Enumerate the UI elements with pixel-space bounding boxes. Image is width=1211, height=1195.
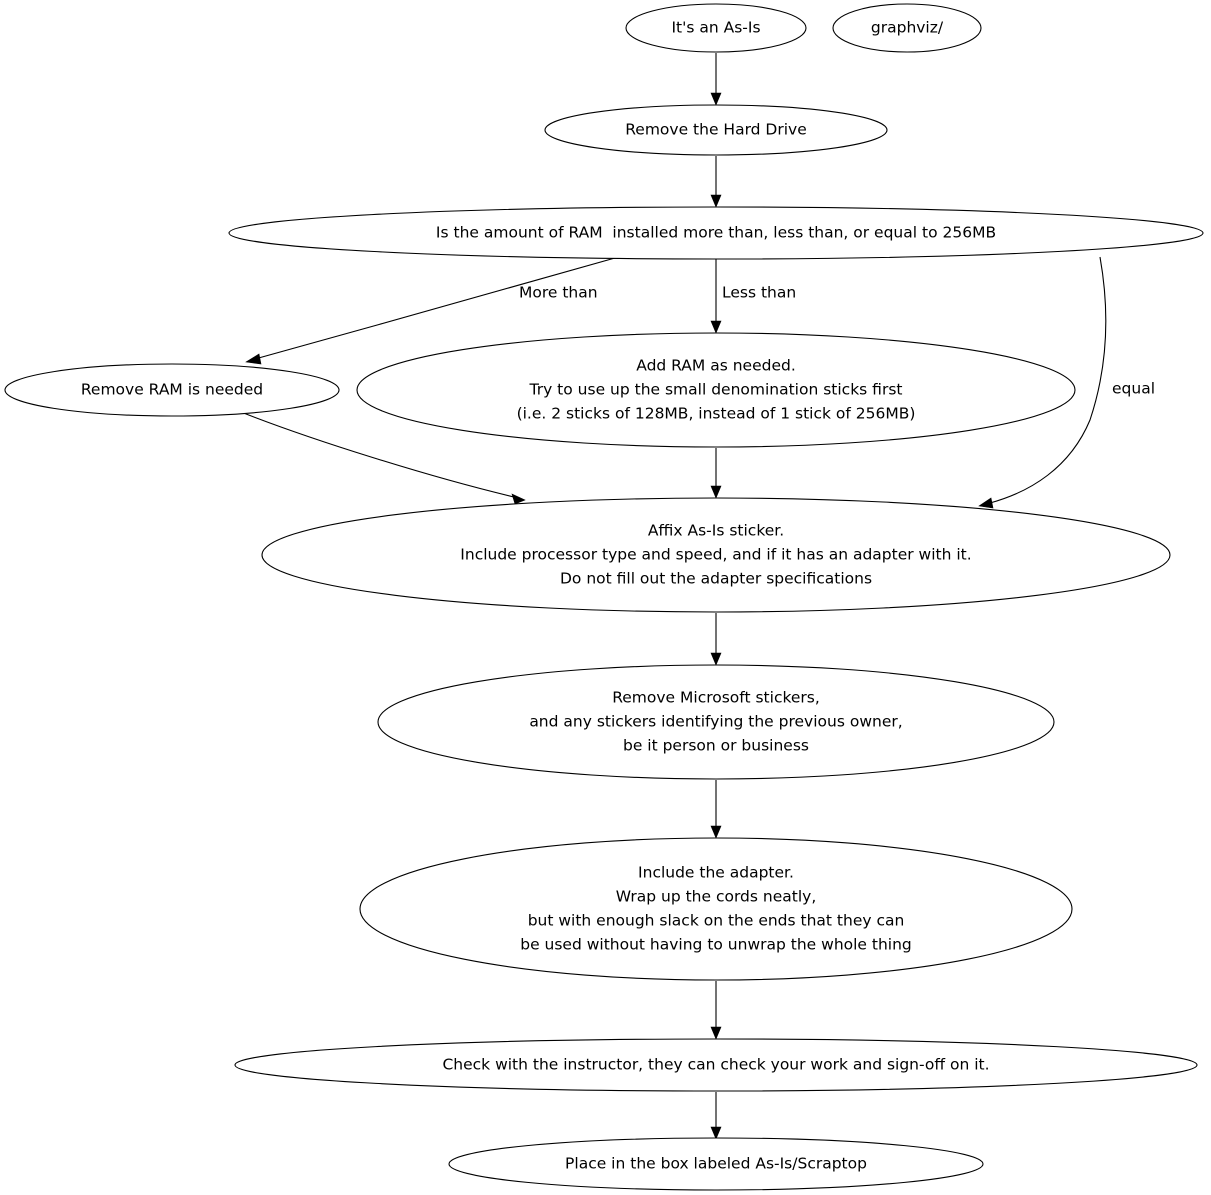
node-ellipse[interactable] xyxy=(234,1038,1198,1092)
node-label-line: Is the amount of RAM installed more than… xyxy=(436,224,996,242)
nodes-layer: It's an As-Is graphviz/Remove the Hard Dr… xyxy=(4,3,1204,1191)
arrowhead-icon xyxy=(710,825,722,839)
edge-remove-stickers-to-include-adapter xyxy=(710,780,722,839)
edge-include-adapter-to-check xyxy=(710,981,722,1040)
edge-affix-to-remove-stickers xyxy=(710,613,722,666)
node-check-instructor[interactable]: Check with the instructor, they can chec… xyxy=(234,1038,1198,1092)
edge-ram-question-to-add-ram: Less than xyxy=(710,259,796,334)
node-ellipse[interactable] xyxy=(4,363,340,417)
arrowhead-icon xyxy=(710,92,722,106)
node-place-in-box[interactable]: Place in the box labeled As-Is/Scraptop xyxy=(448,1137,984,1191)
edge-add-ram-to-affix xyxy=(710,448,722,499)
node-ellipse[interactable] xyxy=(228,206,1204,260)
edge-line xyxy=(989,256,1107,504)
edge-remove-ram-to-affix xyxy=(240,411,526,505)
node-remove-stickers[interactable]: Remove Microsoft stickers, and any sticke… xyxy=(377,664,1055,780)
edge-line xyxy=(254,255,623,360)
node-graphviz[interactable]: graphviz/ xyxy=(832,3,982,53)
node-ellipse[interactable] xyxy=(359,837,1073,981)
node-ellipse[interactable] xyxy=(448,1137,984,1191)
node-ram-question[interactable]: Is the amount of RAM installed more than… xyxy=(228,206,1204,260)
edges-layer: More than Less than equal xyxy=(240,53,1155,1140)
edge-label: equal xyxy=(1112,380,1155,398)
node-ellipse[interactable] xyxy=(356,332,1076,448)
node-add-ram[interactable]: Add RAM as needed. Try to use up the smal… xyxy=(356,332,1076,448)
arrowhead-icon xyxy=(710,320,722,334)
node-label-line: It's an As-Is xyxy=(671,19,760,37)
node-label-line: be used without having to unwrap the who… xyxy=(520,936,912,954)
edge-check-to-place-in-box xyxy=(710,1092,722,1140)
node-label-line: Remove Microsoft stickers, xyxy=(612,689,820,707)
node-label-line: be it person or business xyxy=(623,737,809,755)
node-label-line: Remove the Hard Drive xyxy=(625,121,807,139)
edge-remove-hard-drive-to-ram-question xyxy=(710,156,722,208)
node-ellipse[interactable] xyxy=(544,104,888,156)
node-label-line: Remove RAM is needed xyxy=(81,381,263,399)
node-as-is[interactable]: It's an As-Is xyxy=(625,3,807,53)
arrowhead-icon xyxy=(710,1126,722,1140)
edge-label: Less than xyxy=(722,284,796,302)
node-label-line: Include processor type and speed, and if… xyxy=(460,546,971,564)
node-label-line: Try to use up the small denomination sti… xyxy=(529,381,903,399)
node-affix-sticker[interactable]: Affix As-Is sticker. Include processor ty… xyxy=(261,497,1171,613)
node-label-line: Wrap up the cords neatly, xyxy=(616,888,817,906)
node-label-line: (i.e. 2 sticks of 128MB, instead of 1 st… xyxy=(517,405,916,423)
node-ellipse[interactable] xyxy=(832,3,982,53)
node-label-line: Add RAM as needed. xyxy=(636,357,796,375)
node-ellipse[interactable] xyxy=(261,497,1171,613)
edge-line xyxy=(240,411,515,498)
arrowhead-icon xyxy=(245,353,262,365)
edge-ram-question-to-remove-ram: More than xyxy=(245,255,623,365)
node-remove-ram[interactable]: Remove RAM is needed xyxy=(4,363,340,417)
arrowhead-icon xyxy=(710,194,722,208)
node-label-line: and any stickers identifying the previou… xyxy=(529,713,902,731)
node-label-line: Include the adapter. xyxy=(638,864,794,882)
node-label-line: Check with the instructor, they can chec… xyxy=(442,1056,989,1074)
arrowhead-icon xyxy=(978,497,994,509)
arrowhead-icon xyxy=(710,1026,722,1040)
node-ellipse[interactable] xyxy=(377,664,1055,780)
node-ellipse[interactable] xyxy=(625,3,807,53)
arrowhead-icon xyxy=(511,493,526,505)
node-label-line: Affix As-Is sticker. xyxy=(648,522,784,540)
node-label-line: but with enough slack on the ends that t… xyxy=(528,912,905,930)
arrowhead-icon xyxy=(710,485,722,499)
node-label-line: Place in the box labeled As-Is/Scraptop xyxy=(565,1155,867,1173)
node-label-line: graphviz/ xyxy=(871,19,944,37)
edge-ram-question-to-affix: equal xyxy=(978,256,1155,509)
edge-label: More than xyxy=(519,284,598,302)
node-label-line: Do not fill out the adapter specificatio… xyxy=(560,570,872,588)
arrowhead-icon xyxy=(710,652,722,666)
node-remove-hard-drive[interactable]: Remove the Hard Drive xyxy=(544,104,888,156)
node-include-adapter[interactable]: Include the adapter. Wrap up the cords ne… xyxy=(359,837,1073,981)
edge-as-is-to-remove-hard-drive xyxy=(710,53,722,106)
